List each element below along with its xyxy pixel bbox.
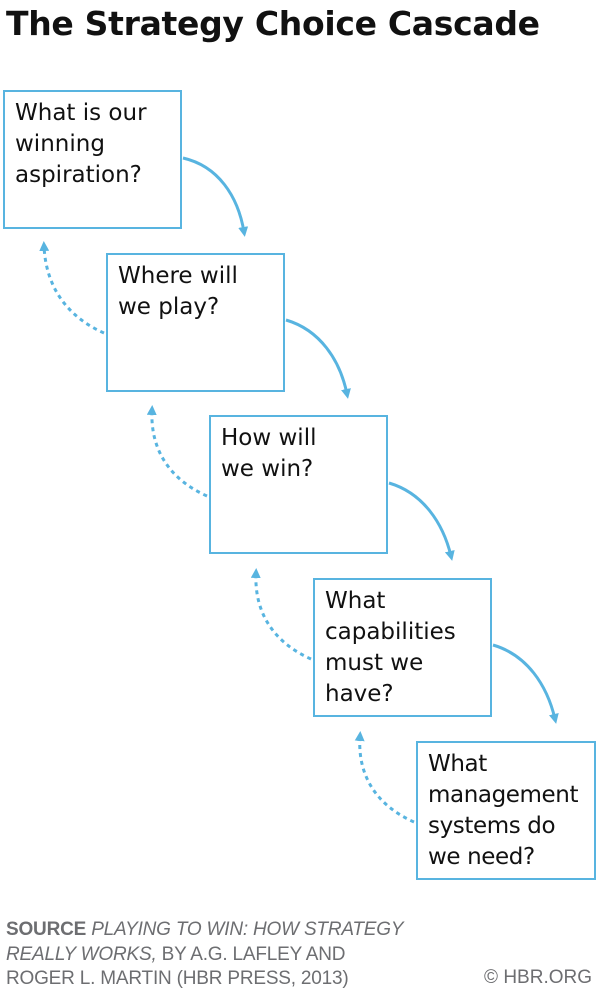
forward-arrow-2 (285, 318, 351, 399)
forward-arrow-4 (492, 643, 559, 724)
box-capabilities: What capabilities must we have? (313, 578, 492, 717)
forward-arrow-3 (388, 481, 455, 561)
box-management-systems: What management systems do we need? (416, 741, 596, 880)
feedback-arrow-3 (250, 568, 312, 661)
box-text-line: What (325, 588, 386, 614)
box-text-line: Where will (118, 263, 238, 289)
box-text-line: we play? (118, 294, 220, 320)
copyright-notice: © HBR.ORG (484, 967, 592, 988)
box-where-to-play: Where will we play? (106, 253, 285, 392)
box-text-line: systems do (428, 813, 556, 839)
box-text-line: have? (325, 681, 394, 707)
box-text-line: What (428, 751, 487, 777)
source-book-title: PLAYING TO WIN: HOW STRATEGY (91, 919, 404, 940)
box-text-line: we win? (221, 456, 314, 482)
source-authors: BY A.G. LAFLEY AND (161, 943, 346, 965)
diagram-title: The Strategy Choice Cascade (6, 4, 540, 43)
box-text-line: must we (325, 650, 424, 676)
source-note: SOURCE PLAYING TO WIN: HOW STRATEGY REAL… (6, 918, 404, 992)
feedback-arrow-4 (354, 731, 415, 824)
box-text-line: How will (221, 425, 317, 451)
box-text-line: What is our (15, 100, 147, 126)
box-winning-aspiration: What is our winning aspiration? (3, 90, 182, 229)
box-how-to-win: How will we win? (209, 415, 388, 554)
feedback-arrow-1 (39, 241, 105, 335)
box-text-line: winning (15, 131, 105, 157)
source-line-1: SOURCE PLAYING TO WIN: HOW STRATEGY (6, 918, 404, 943)
source-line-2: REALLY WORKS, BY A.G. LAFLEY AND (6, 943, 403, 968)
source-line-3: ROGER L. MARTIN (HBR PRESS, 2013) (6, 968, 349, 989)
feedback-arrow-2 (146, 405, 208, 498)
source-book-title-cont: REALLY WORKS, (6, 943, 157, 965)
forward-arrow-1 (182, 156, 249, 237)
box-text-line: capabilities (325, 619, 456, 645)
box-text-line: management (428, 782, 579, 808)
box-text-line: we need? (428, 844, 535, 870)
source-label: SOURCE (6, 919, 87, 940)
box-text-line: aspiration? (15, 162, 142, 188)
